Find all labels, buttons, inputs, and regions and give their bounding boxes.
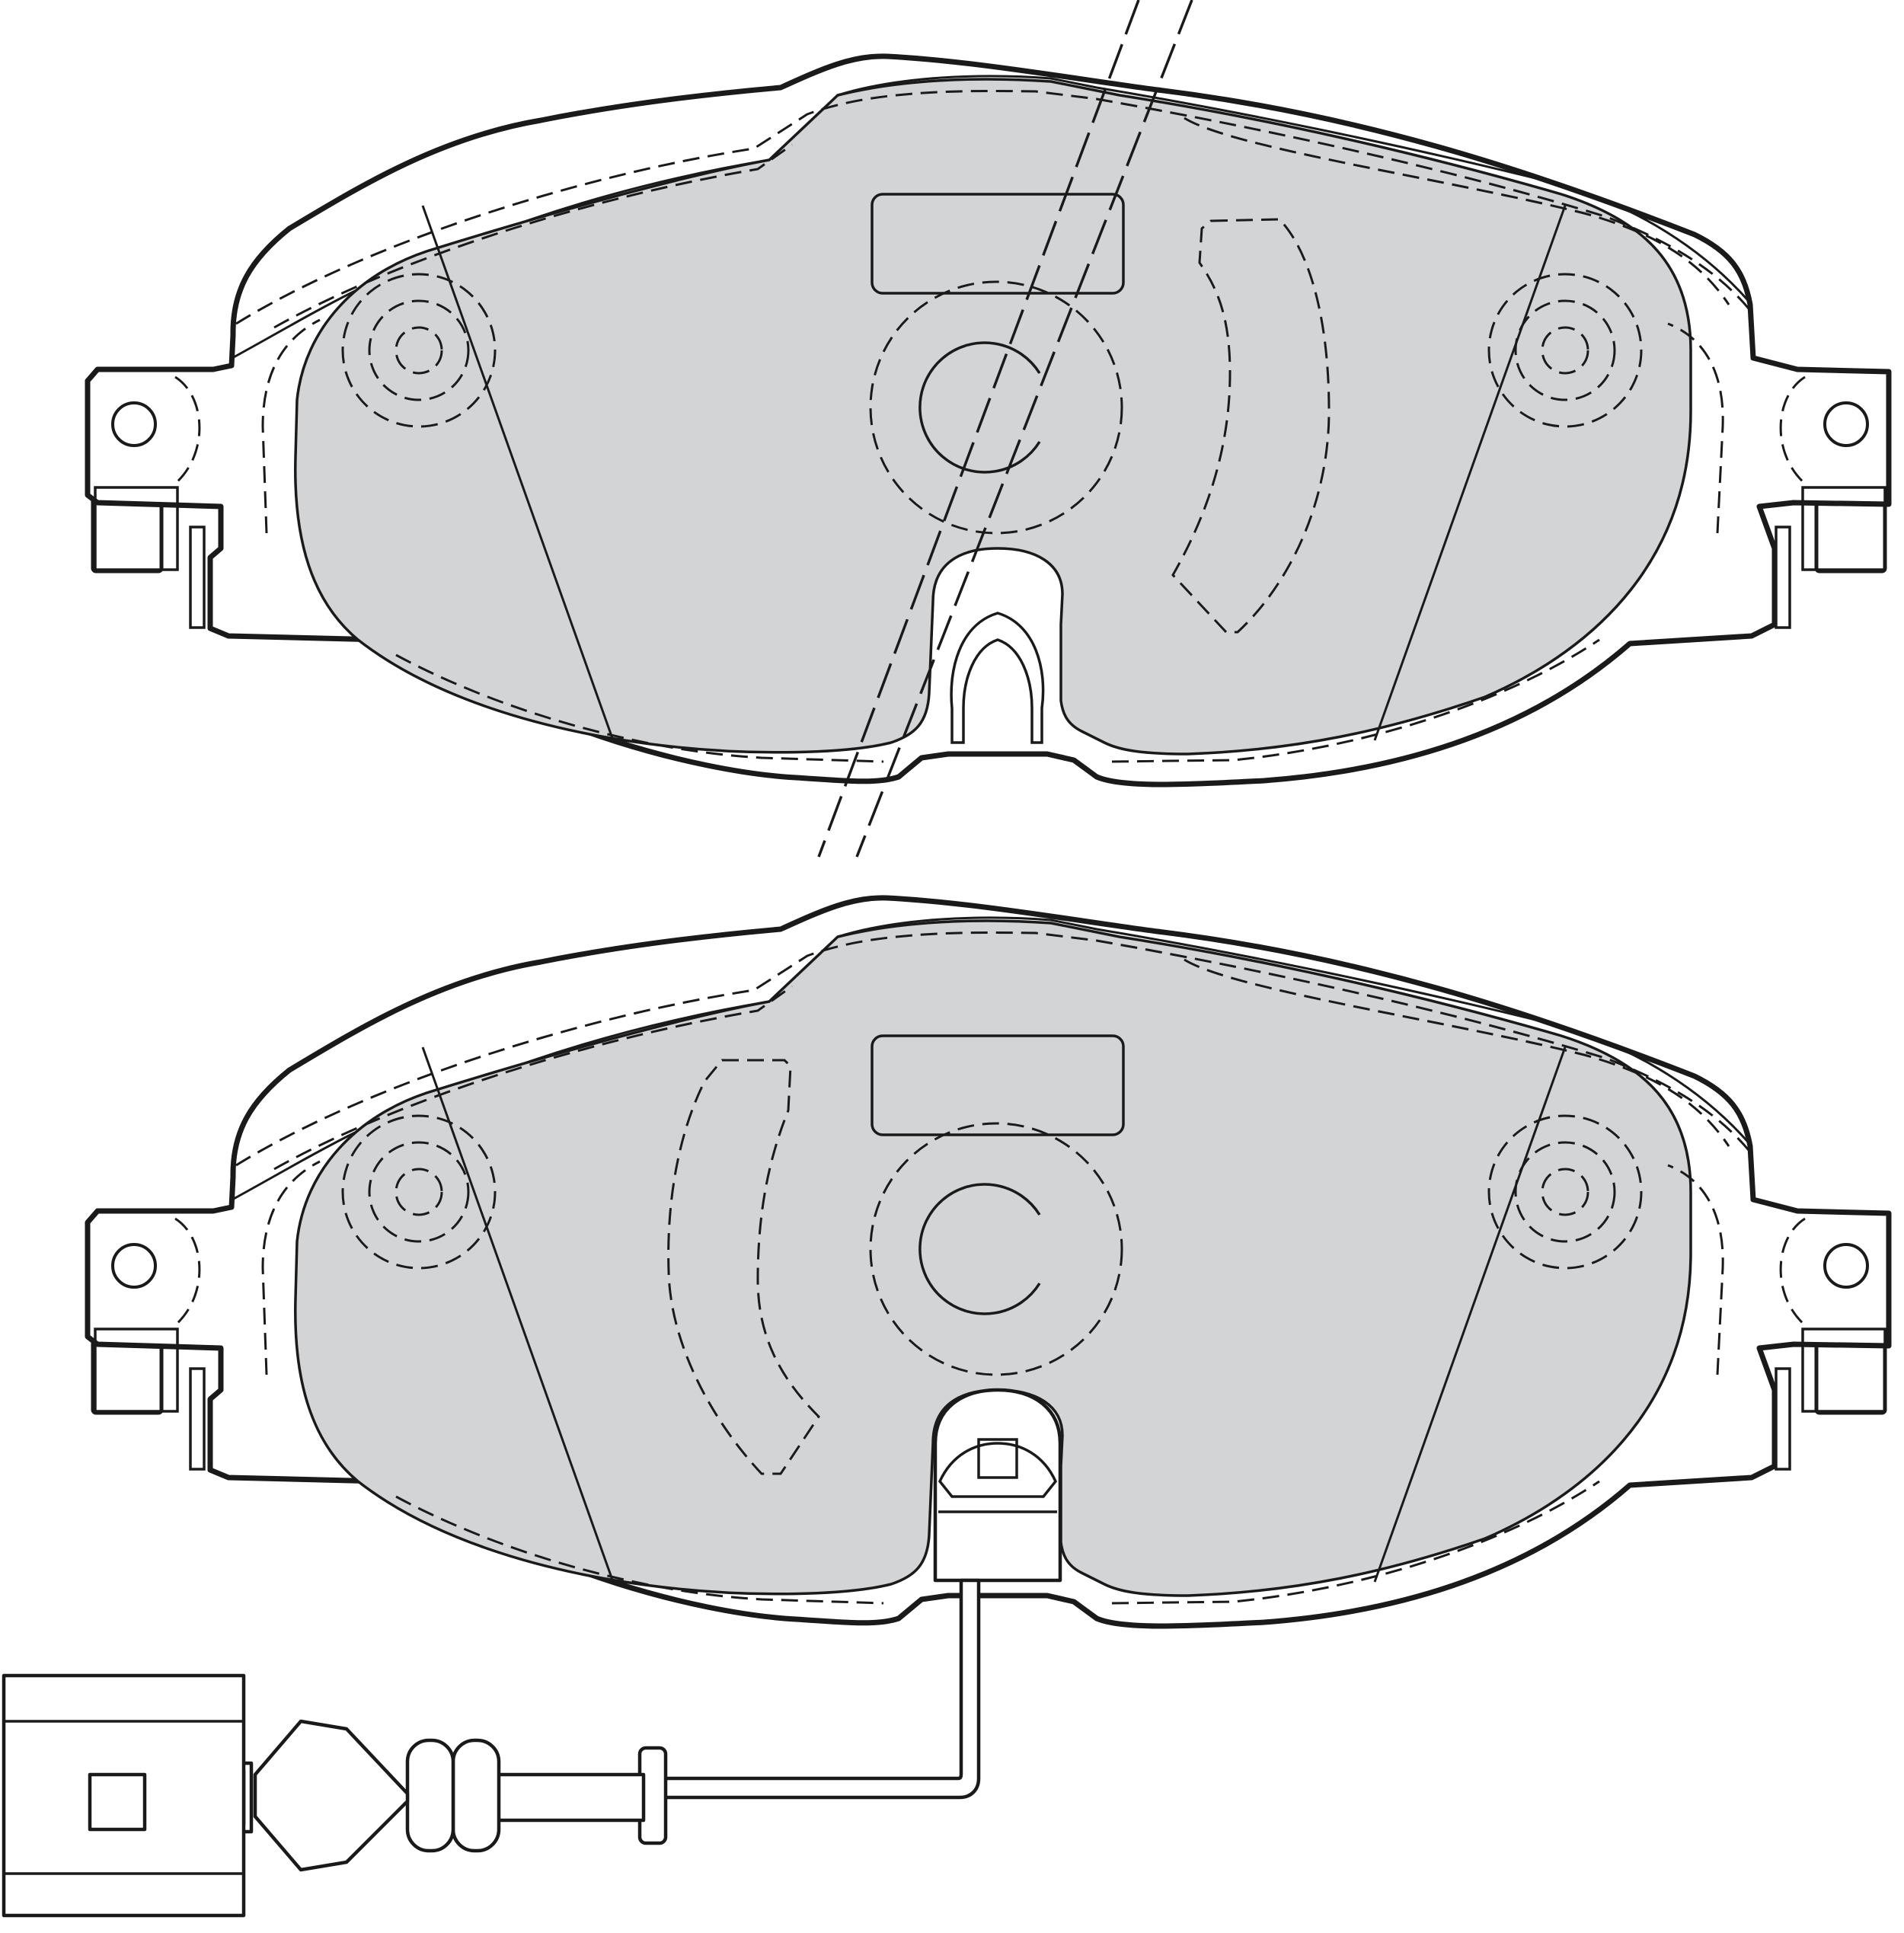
section-cut-line — [817, 0, 1140, 858]
cable-sleeve-icon — [253, 1719, 501, 1872]
spring-clip-slot — [950, 612, 1045, 744]
wear-sensor-connector-icon — [2, 1673, 254, 1918]
wear-sensor-clip — [933, 1388, 1062, 1583]
brake-pad-upper — [88, 0, 1889, 858]
brake-pad-lower — [88, 898, 1889, 1626]
wear-sensor-cable — [485, 1578, 981, 1845]
